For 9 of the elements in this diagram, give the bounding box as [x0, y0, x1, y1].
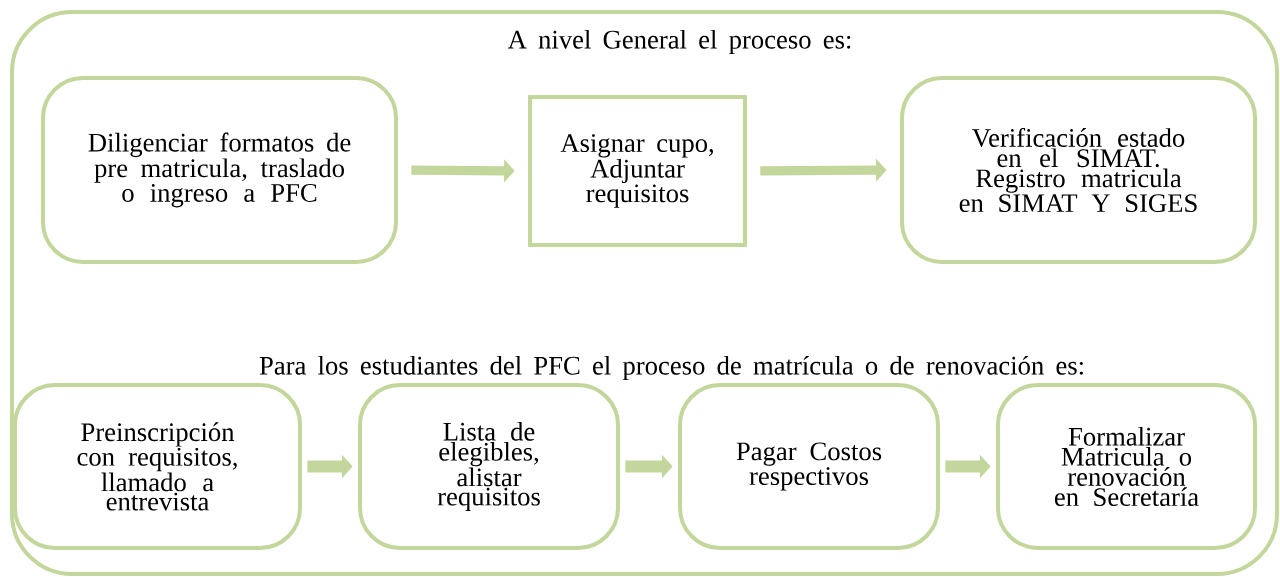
process-box: Diligenciar formatos de pre matricula, traslado o ingreso a PFC — [41, 76, 399, 264]
process-box: Formalizar Matricula o renovación en Secretaría — [995, 383, 1258, 550]
heading: A nivel General el proceso es: — [507, 29, 851, 55]
process-box: Asignar cupo, Adjuntar requisitos — [528, 95, 747, 247]
heading: Para los estudiantes del PFC el proceso de matrícula o de renovación es: — [259, 355, 1083, 381]
process-box: Lista de elegibles, alistar requisitos — [358, 383, 620, 550]
process-box: Preinscripción con requisitos, llamado a entrevista — [13, 383, 303, 550]
process-box: Verificación estado en el SIMAT. Registro matricula en SIMAT Y SIGES — [900, 76, 1258, 264]
process-box: Pagar Costos respectivos — [678, 383, 940, 550]
